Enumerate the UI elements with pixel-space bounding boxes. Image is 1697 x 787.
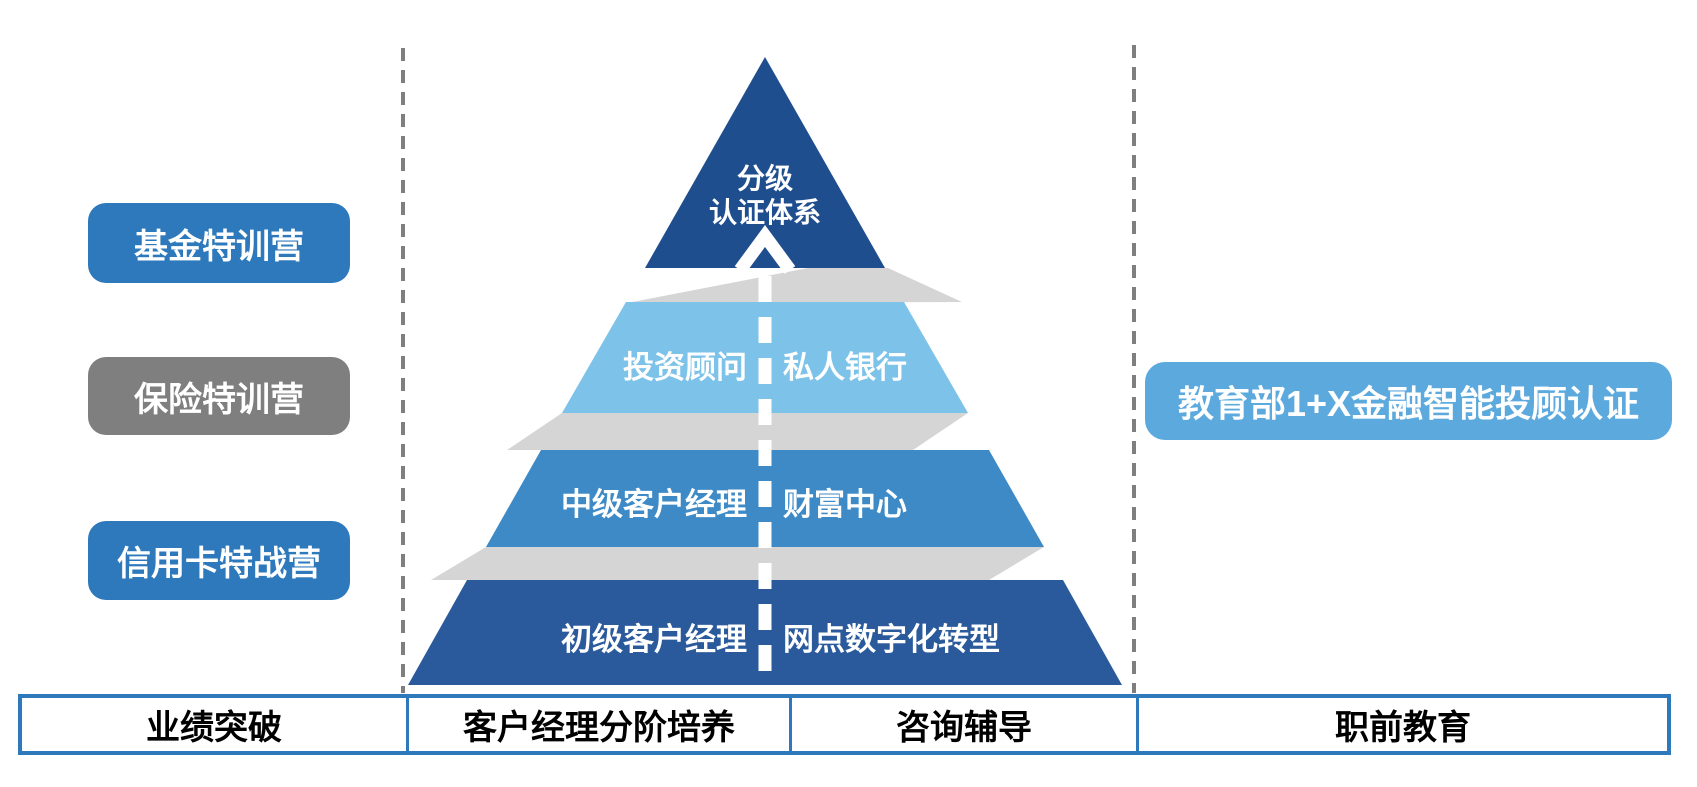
badge-moe-1x-certification-label: 教育部1+X金融智能投顾认证 (1177, 383, 1640, 424)
pyramid-shadow-band-3 (431, 547, 1044, 580)
badge-moe-1x-certification: 教育部1+X金融智能投顾认证 (1145, 362, 1672, 440)
level2-left-label: 投资顾问 (623, 350, 747, 385)
footer-cell-pre-job-education: 职前教育 (1136, 698, 1667, 751)
pyramid-shadow-band-2 (507, 413, 968, 450)
level4-left-label: 初级客户经理 (561, 622, 747, 657)
badge-fund-camp-label: 基金特训营 (134, 227, 304, 266)
badge-insurance-camp-label: 保险特训营 (134, 380, 304, 419)
badge-credit-card-camp: 信用卡特战营 (88, 521, 350, 600)
footer-cell-performance-breakthrough: 业绩突破 (146, 709, 282, 747)
footer-cell-manager-tiered-training: 客户经理分阶培养 (406, 698, 789, 751)
level4-right-label: 网点数字化转型 (783, 622, 1000, 657)
level3-left-label: 中级客户经理 (561, 487, 747, 522)
pyramid-level-2-shape (562, 302, 968, 413)
up-arrow-icon (734, 225, 796, 274)
footer-cell-consulting-coaching: 咨询辅导 (789, 698, 1136, 751)
pyramid-level-4-shape (408, 580, 1122, 685)
footer-phase-table: 业绩突破 客户经理分阶培养 咨询辅导 职前教育 (18, 694, 1671, 755)
level2-right-label: 私人银行 (783, 350, 907, 385)
badge-insurance-camp: 保险特训营 (88, 357, 350, 435)
pyramid-top-label-line1: 分级 (736, 163, 793, 194)
pyramid-top-triangle (645, 57, 885, 268)
badge-credit-card-camp-label: 信用卡特战营 (117, 545, 321, 583)
badge-fund-camp: 基金特训营 (88, 203, 350, 283)
pyramid-shadow-band-1 (627, 268, 962, 303)
level3-right-label: 财富中心 (783, 487, 907, 522)
pyramid-top-label-line2: 认证体系 (708, 197, 821, 228)
